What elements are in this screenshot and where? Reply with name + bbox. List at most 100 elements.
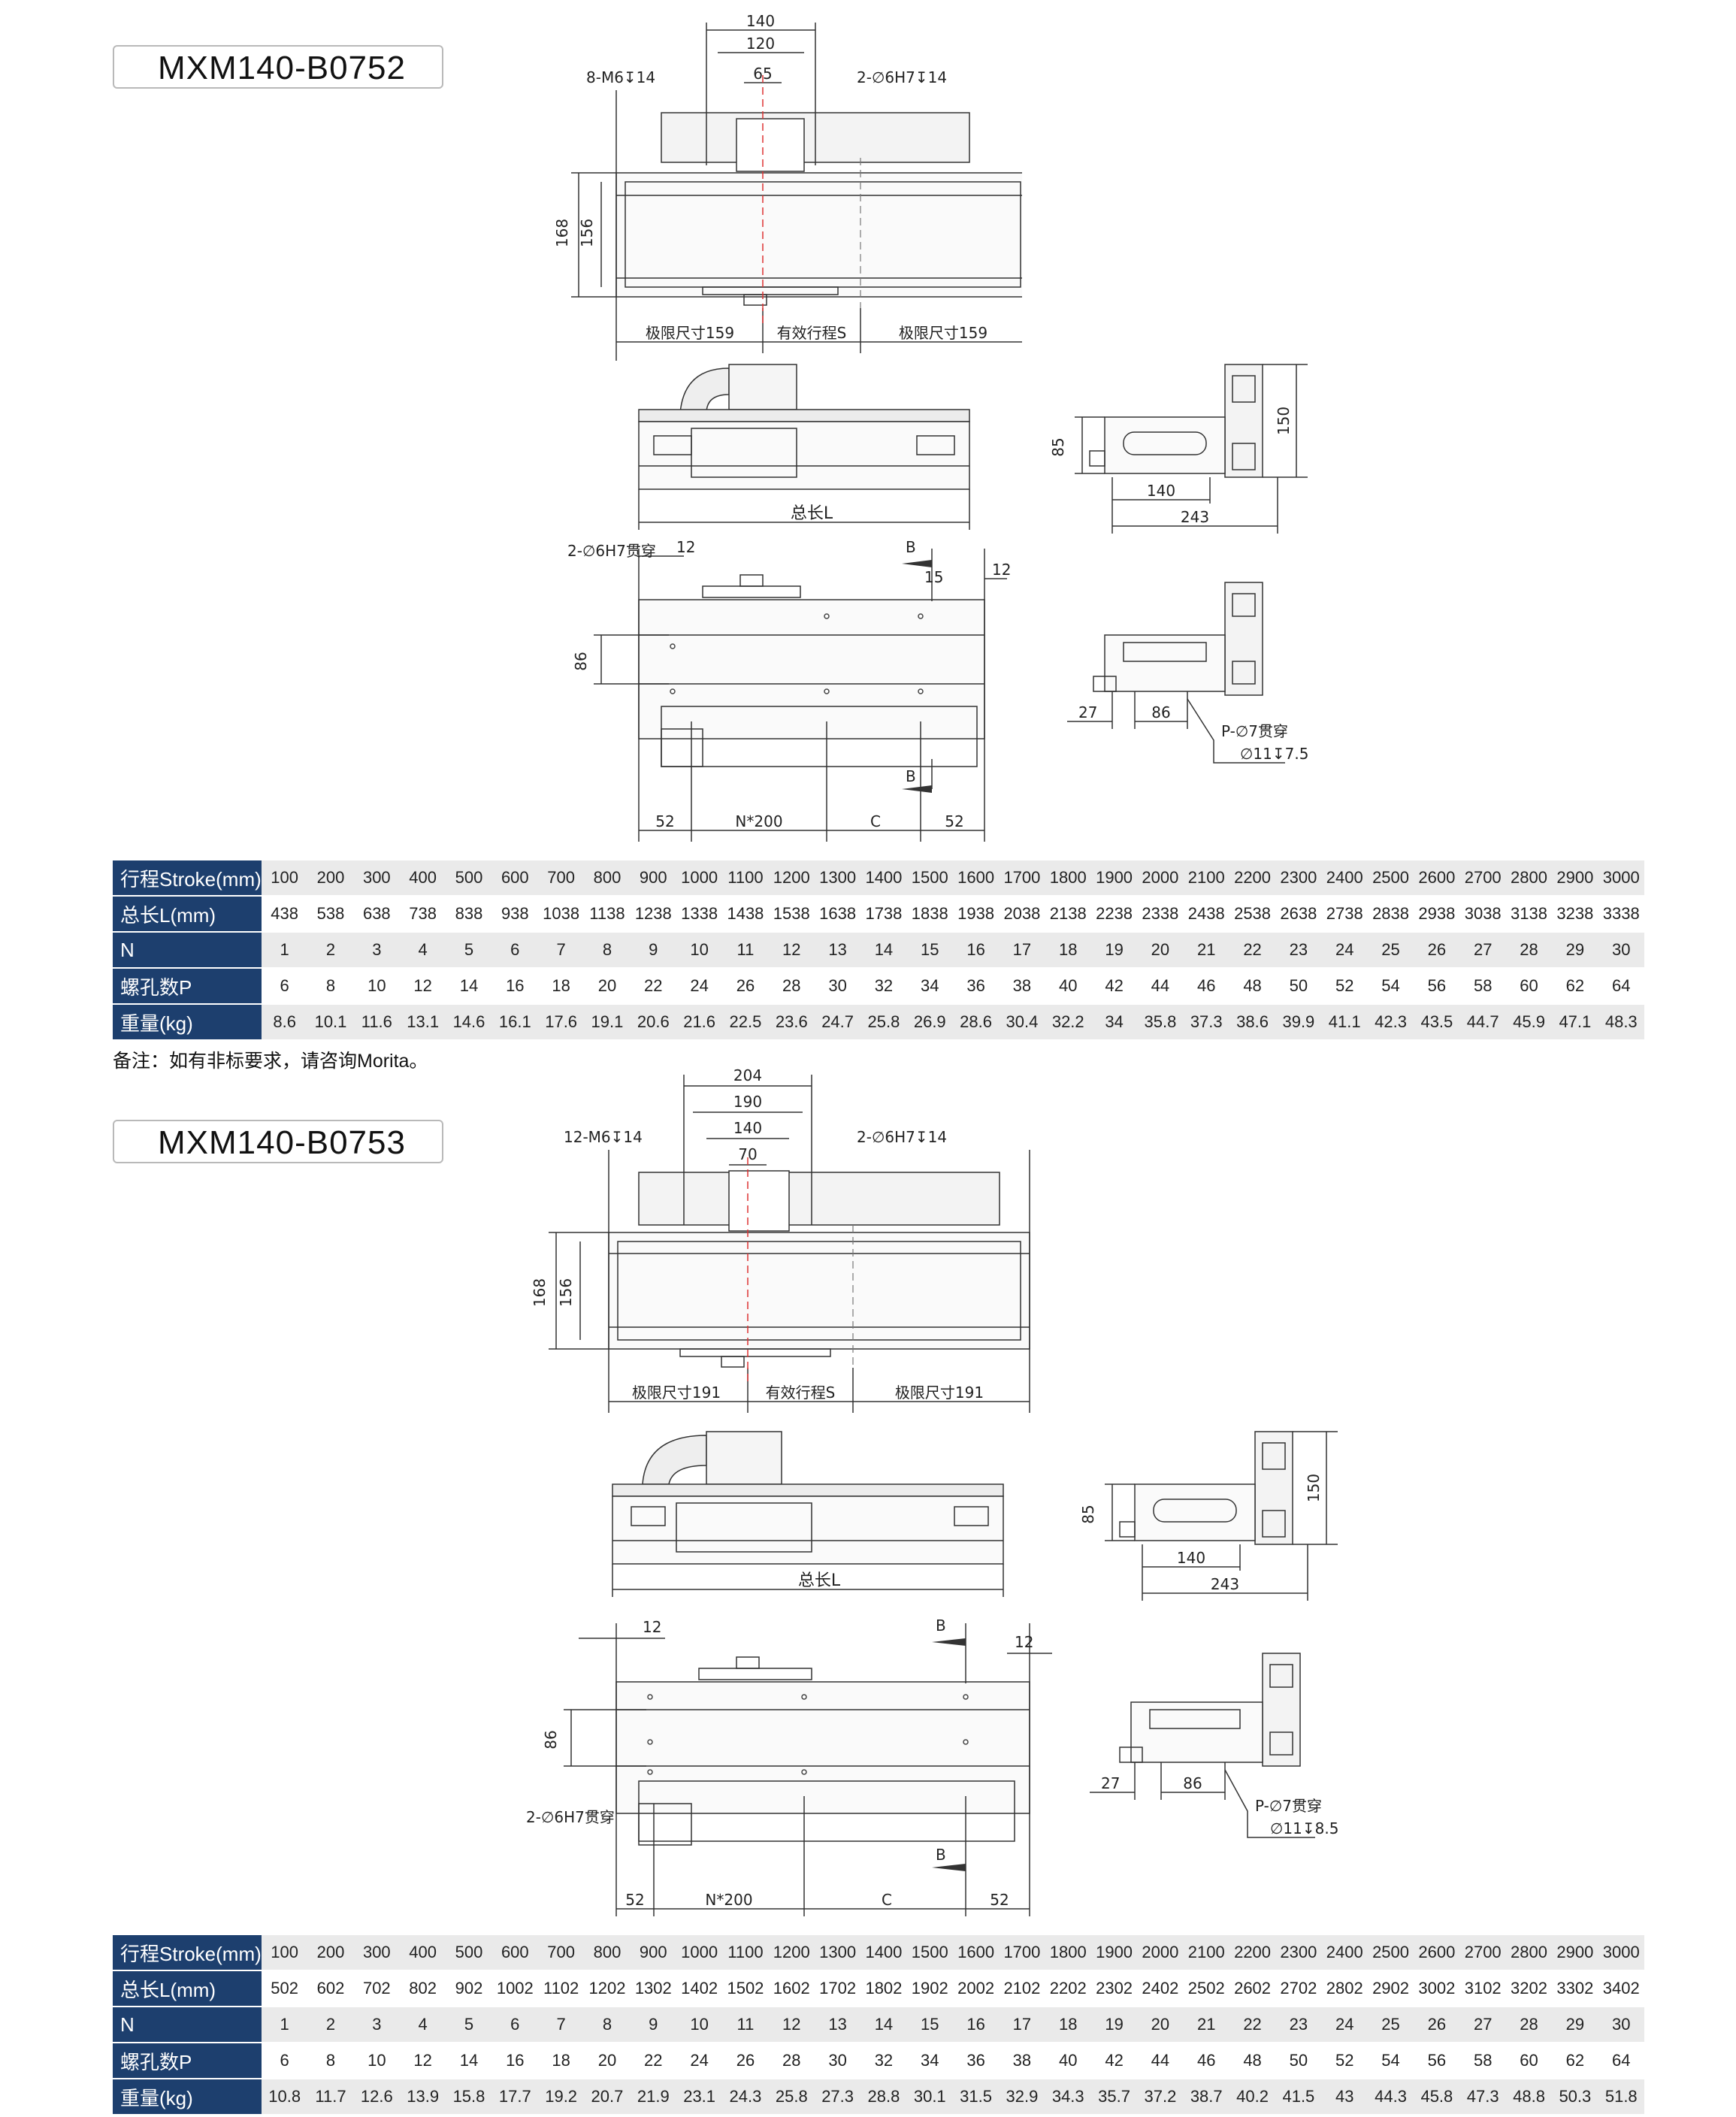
table-cell: 2438 <box>1183 897 1229 933</box>
table-cell: 2900 <box>1552 860 1598 897</box>
table-cell: 1538 <box>768 897 815 933</box>
table-cell: 638 <box>353 897 400 933</box>
svg-text:N*200: N*200 <box>705 1891 752 1909</box>
table-cell: 2900 <box>1552 1935 1598 1971</box>
table-cell: 16 <box>491 969 538 1005</box>
table-cell: 37.2 <box>1137 2079 1184 2115</box>
top-view-drawing: 140 120 65 8-M6↧14 2-∅6H7↧14 168 156 极限尺… <box>556 8 1022 361</box>
table-cell: 2002 <box>952 1971 1000 2007</box>
table-cell: 25.8 <box>768 2079 815 2115</box>
table-cell: 18 <box>1045 933 1091 969</box>
table-cell: 14 <box>446 2043 492 2079</box>
table-cell: 8 <box>584 2007 631 2043</box>
table-cell: 34 <box>906 969 953 1005</box>
table-cell: 23 <box>1275 2007 1322 2043</box>
svg-text:156: 156 <box>578 219 596 247</box>
table-cell: 28 <box>1505 2007 1553 2043</box>
table-cell: 11.6 <box>353 1005 400 1041</box>
table-cell: 2000 <box>1137 1935 1184 1971</box>
table-cell: 26 <box>1414 933 1460 969</box>
svg-text:有效行程S: 有效行程S <box>777 324 847 342</box>
table-cell: 1100 <box>722 1935 769 1971</box>
table-cell: 2500 <box>1367 860 1414 897</box>
table-cell: 17.7 <box>491 2079 538 2115</box>
table-cell: 1000 <box>676 1935 723 1971</box>
table-cell: 2338 <box>1137 897 1184 933</box>
table-cell: 3338 <box>1598 897 1644 933</box>
table-cell: 6 <box>262 2043 308 2079</box>
table-cell: 2402 <box>1137 1971 1184 2007</box>
svg-text:70: 70 <box>738 1145 757 1163</box>
table-cell: 1938 <box>952 897 1000 933</box>
table-cell: 1202 <box>584 1971 631 2007</box>
table-cell: 4 <box>399 933 446 969</box>
svg-text:86: 86 <box>1151 703 1170 721</box>
section-view-drawing: 27 86 P-∅7贯穿 ∅11↧8.5 <box>1090 1638 1375 1849</box>
table-cell: 938 <box>491 897 538 933</box>
table-cell: 16.1 <box>491 1005 538 1041</box>
svg-text:52: 52 <box>990 1891 1009 1909</box>
table-cell: 1238 <box>630 897 676 933</box>
footnote: 备注：如有非标要求，请咨询Morita。 <box>113 1051 428 1072</box>
table-cell: 7 <box>537 933 585 969</box>
table-cell: 1900 <box>1090 1935 1138 1971</box>
table-cell: 2600 <box>1414 860 1460 897</box>
table-cell: 1038 <box>537 897 585 933</box>
svg-text:52: 52 <box>945 812 963 830</box>
table-cell: 12 <box>399 969 446 1005</box>
table-cell: 25 <box>1367 933 1414 969</box>
table-cell: 300 <box>353 860 400 897</box>
table-cell: 1602 <box>768 1971 815 2007</box>
side-view-drawing: 总长L <box>631 361 977 534</box>
svg-text:极限尺寸159: 极限尺寸159 <box>899 324 987 342</box>
table-cell: 56 <box>1414 2043 1460 2079</box>
table-cell: 1500 <box>906 860 953 897</box>
svg-text:2-∅6H7贯穿: 2-∅6H7贯穿 <box>567 542 656 560</box>
table-cell: 10 <box>676 2007 723 2043</box>
table-cell: 15 <box>906 2007 953 2043</box>
table-cell: 3302 <box>1552 1971 1598 2007</box>
table-cell: 54 <box>1367 969 1414 1005</box>
table-cell: 22.5 <box>722 1005 769 1041</box>
table-cell: 44.3 <box>1367 2079 1414 2115</box>
table-cell: 1138 <box>584 897 631 933</box>
table-cell: 1 <box>262 2007 308 2043</box>
table-cell: 32 <box>860 969 907 1005</box>
table-cell: 2100 <box>1183 860 1229 897</box>
table-cell: 14 <box>860 933 907 969</box>
table-cell: 3000 <box>1598 1935 1644 1971</box>
table-cell: 7 <box>537 2007 585 2043</box>
table-cell: 47.1 <box>1552 1005 1598 1041</box>
table-cell: 16 <box>491 2043 538 2079</box>
svg-text:52: 52 <box>655 812 674 830</box>
table-cell: 28 <box>768 969 815 1005</box>
svg-text:12-M6↧14: 12-M6↧14 <box>564 1128 643 1146</box>
svg-text:2-∅6H7贯穿: 2-∅6H7贯穿 <box>526 1808 615 1826</box>
table-cell: 30.4 <box>999 1005 1045 1041</box>
svg-text:∅11↧8.5: ∅11↧8.5 <box>1270 1819 1338 1837</box>
table-cell: 12 <box>768 933 815 969</box>
table-cell: 1700 <box>999 1935 1045 1971</box>
table-cell: 19 <box>1090 2007 1138 2043</box>
table-cell: 50 <box>1275 969 1322 1005</box>
table-cell: 900 <box>630 1935 676 1971</box>
table-cell: 20.7 <box>584 2079 631 2115</box>
svg-text:极限尺寸159: 极限尺寸159 <box>646 324 734 342</box>
table-cell: 13.9 <box>399 2079 446 2115</box>
table-cell: 802 <box>399 1971 446 2007</box>
table-cell: 2200 <box>1229 1935 1276 1971</box>
table-cell: 27 <box>1459 933 1506 969</box>
table-cell: 50.3 <box>1552 2079 1598 2115</box>
table-cell: 44.7 <box>1459 1005 1506 1041</box>
svg-text:150: 150 <box>1305 1474 1323 1502</box>
table-cell: 28.8 <box>860 2079 907 2115</box>
table-cell: 26 <box>722 2043 769 2079</box>
table-cell: 2000 <box>1137 860 1184 897</box>
row-header: 螺孔数P <box>113 969 262 1005</box>
table-cell: 12 <box>768 2007 815 2043</box>
table-cell: 44 <box>1137 2043 1184 2079</box>
table-cell: 48.3 <box>1598 1005 1644 1041</box>
